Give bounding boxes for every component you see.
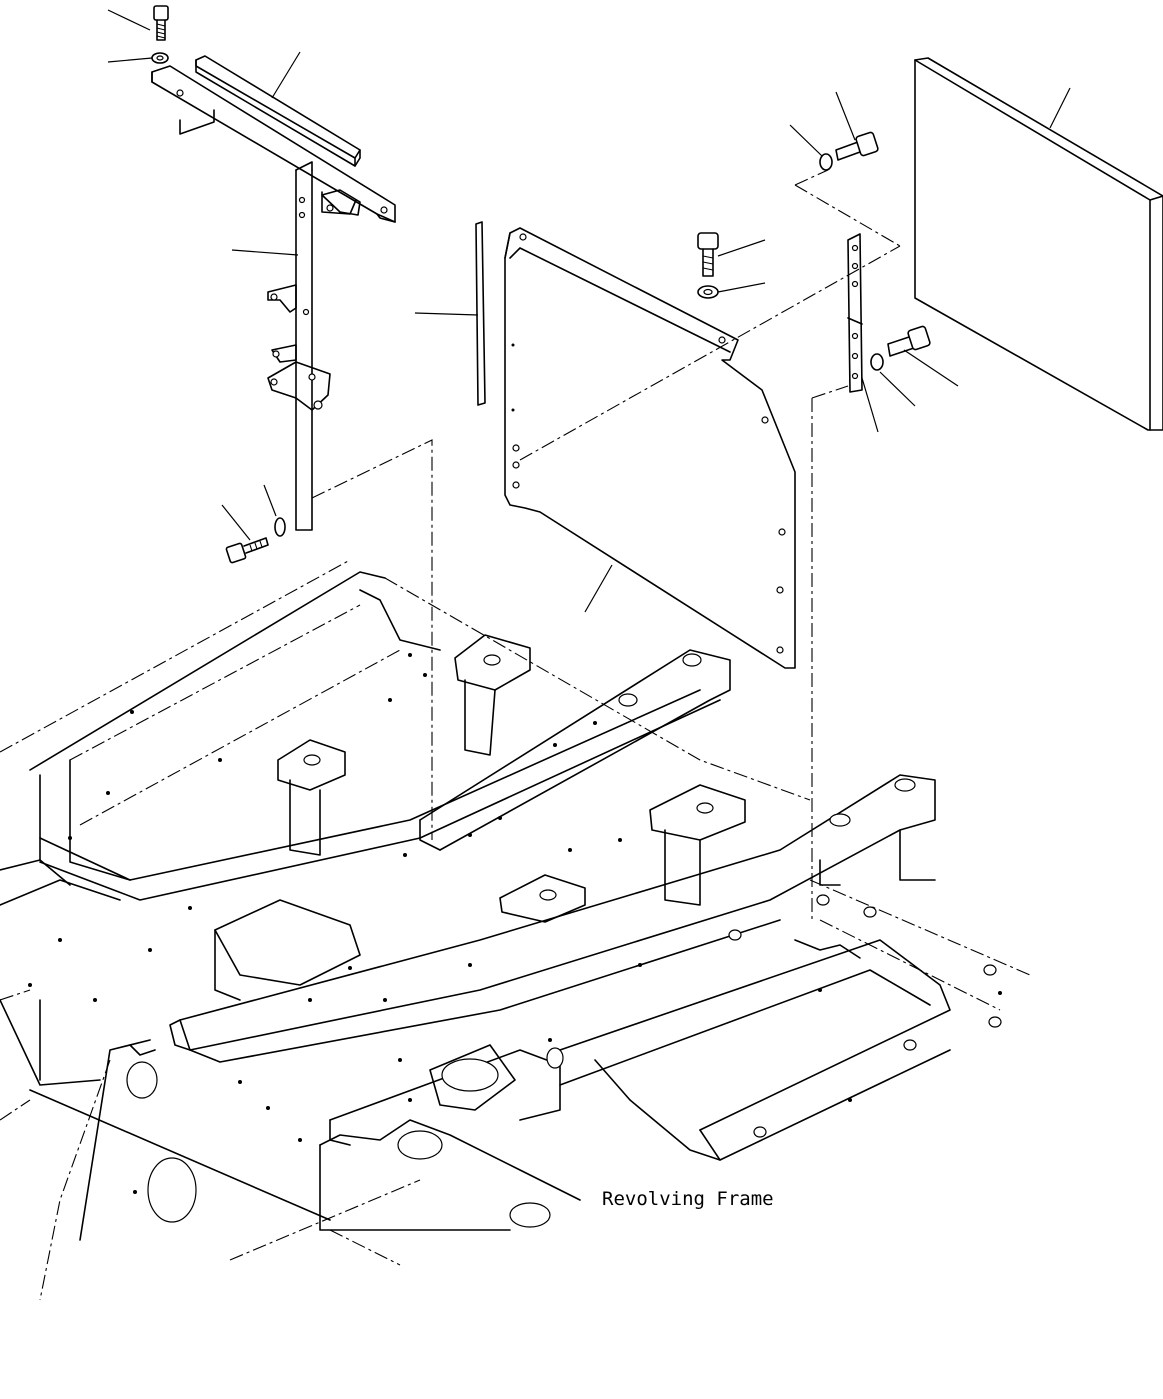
cover-panel [504, 227, 796, 669]
cushion-strip-top [195, 55, 361, 167]
frame-caption: Revolving Frame [602, 1188, 774, 1210]
bolt-lower-left [225, 537, 269, 564]
washer-right-lower [870, 353, 884, 371]
leader-lines [107, 9, 1071, 613]
washer-upper-right [819, 153, 833, 171]
washer-lower-left [274, 517, 286, 537]
bolt-upper-right [835, 131, 879, 161]
bolt-right-lower [887, 325, 931, 357]
seal-strip [475, 221, 486, 406]
bolt-top-left [153, 5, 169, 41]
right-mounting-bracket [847, 233, 863, 393]
bolt-panel-top [697, 232, 719, 277]
sound-absorbing-pad [914, 57, 1163, 431]
rivet-dots [28, 653, 1002, 1194]
left-support-bracket [151, 65, 396, 531]
assembly-lines [311, 169, 901, 920]
revolving-frame [0, 559, 1031, 1301]
